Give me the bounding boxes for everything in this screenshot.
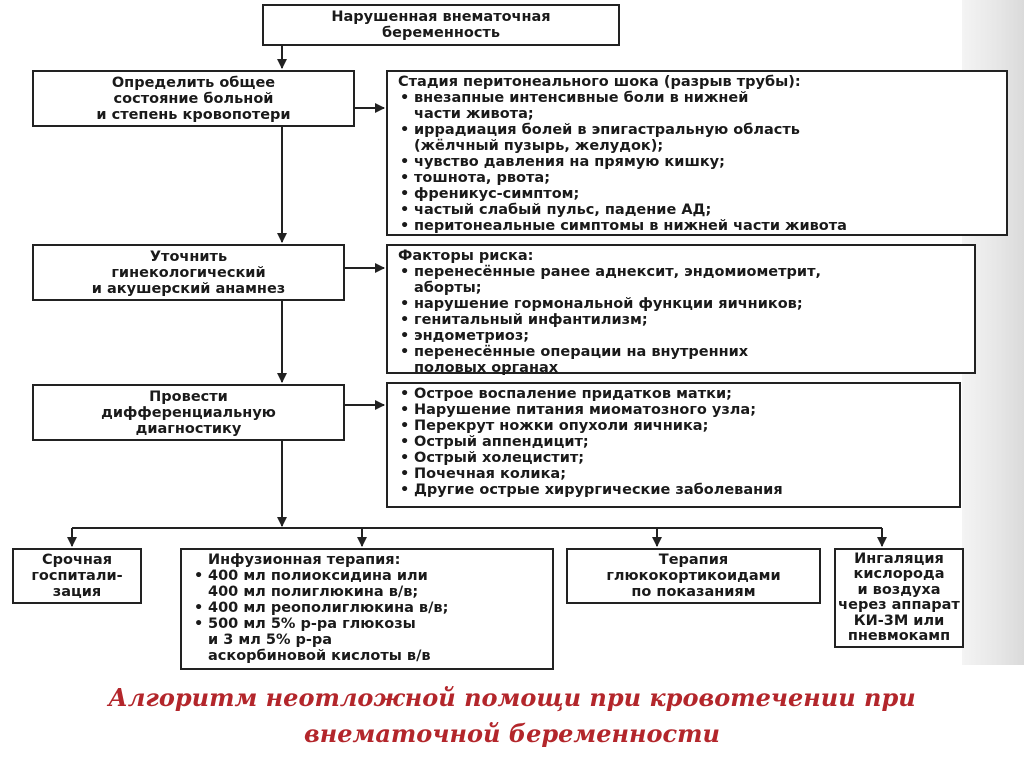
risk-factor-list: перенесённые ранее аднексит, эндомиометр…	[398, 264, 968, 376]
list-item: тошнота, рвота;	[398, 170, 1000, 186]
outcome-line: и воздуха	[857, 581, 941, 598]
outcome-line: пневмокамп	[847, 628, 951, 644]
list-item: Острый аппендицит;	[398, 434, 953, 450]
outcome-line: Терапия	[658, 552, 729, 568]
step-line: состояние больной	[113, 90, 274, 107]
list-item: частый слабый пульс, падение АД;	[398, 202, 1000, 218]
step-line: диагностику	[135, 420, 242, 437]
list-item: Перекрут ножки опухоли яичника;	[398, 418, 953, 434]
list-item: иррадиация болей в эпигастральную област…	[398, 122, 1000, 154]
outcome-line: КИ-3М или	[853, 612, 945, 629]
list-item: перенесённые операции на внутреннихполов…	[398, 344, 968, 376]
step-box-assess-condition: Определить общее состояние больной и сте…	[32, 70, 355, 127]
list-item: Острое воспаление придатков матки;	[398, 386, 953, 402]
list-item: Нарушение питания миоматозного узла;	[398, 402, 953, 418]
outcome-line: глюкокортикоидами	[606, 568, 781, 584]
list-item: чувство давления на прямую кишку;	[398, 154, 1000, 170]
slide-caption: Алгоритм неотложной помощи при кровотече…	[0, 680, 1024, 752]
list-item: эндометриоз;	[398, 328, 968, 344]
list-item: перитонеальные симптомы в нижней части ж…	[398, 218, 1000, 234]
list-item: френикус-симптом;	[398, 186, 1000, 202]
info-heading: Стадия перитонеального шока (разрыв труб…	[398, 74, 801, 90]
step-line: Провести	[149, 388, 228, 405]
outcome-line: по показаниям	[631, 584, 756, 600]
outcome-line: кислорода	[853, 566, 945, 582]
start-box-line: Нарушенная внематочная	[331, 9, 551, 25]
outcome-box-infusion-therapy: Инфузионная терапия: 400 мл полиоксидина…	[180, 548, 554, 670]
list-item: 400 мл реополиглюкина в/в;	[192, 600, 546, 616]
list-item: генитальный инфантилизм;	[398, 312, 968, 328]
outcome-line: госпитали-	[31, 568, 123, 584]
info-box-risk-factors: Факторы риска: перенесённые ранее аднекс…	[386, 244, 976, 376]
caption-line-2: внематочной беременности	[304, 719, 720, 748]
symptom-list: внезапные интенсивные боли в нижнейчасти…	[398, 90, 1000, 234]
outcome-box-oxygen-inhalation: Ингаляция кислорода и воздуха через аппа…	[834, 548, 964, 648]
outcome-line: Срочная	[41, 552, 113, 568]
list-item: Острый холецистит;	[398, 450, 953, 466]
info-heading: Факторы риска:	[398, 248, 534, 264]
list-item: перенесённые ранее аднексит, эндомиометр…	[398, 264, 968, 296]
step-line: Определить общее	[111, 74, 276, 91]
list-item: Другие острые хирургические заболевания	[398, 482, 953, 498]
caption-line-1: Алгоритм неотложной помощи при кровотече…	[108, 683, 916, 712]
outcome-line: Ингаляция	[854, 550, 944, 567]
step-line: и акушерский анамнез	[91, 280, 286, 297]
start-box-line: беременность	[381, 25, 501, 41]
step-line: и степень кровопотери	[96, 106, 291, 123]
list-item: Почечная колика;	[398, 466, 953, 482]
outcome-line: зация	[52, 584, 102, 600]
step-box-clarify-history: Уточнить гинекологический и акушерский а…	[32, 244, 345, 301]
info-box-differential-list: Острое воспаление придатков матки; Наруш…	[386, 382, 961, 508]
outcome-box-glucocorticoids: Терапия глюкокортикоидами по показаниям	[566, 548, 821, 604]
infusion-heading: Инфузионная терапия:	[208, 552, 401, 568]
start-box-ectopic-pregnancy: Нарушенная внематочная беременность	[262, 4, 620, 46]
step-box-differential-diagnosis: Провести дифференциальную диагностику	[32, 384, 345, 441]
step-line: дифференциальную	[101, 404, 276, 421]
outcome-line: через аппарат	[838, 597, 960, 613]
step-line: Уточнить	[149, 248, 228, 265]
step-line: гинекологический	[111, 264, 266, 281]
list-item: нарушение гормональной функции яичников;	[398, 296, 968, 312]
list-item: внезапные интенсивные боли в нижнейчасти…	[398, 90, 1000, 122]
info-box-peritoneal-shock: Стадия перитонеального шока (разрыв труб…	[386, 70, 1008, 236]
diagnosis-list: Острое воспаление придатков матки; Наруш…	[398, 386, 953, 498]
outcome-box-hospitalization: Срочная госпитали- зация	[12, 548, 142, 604]
